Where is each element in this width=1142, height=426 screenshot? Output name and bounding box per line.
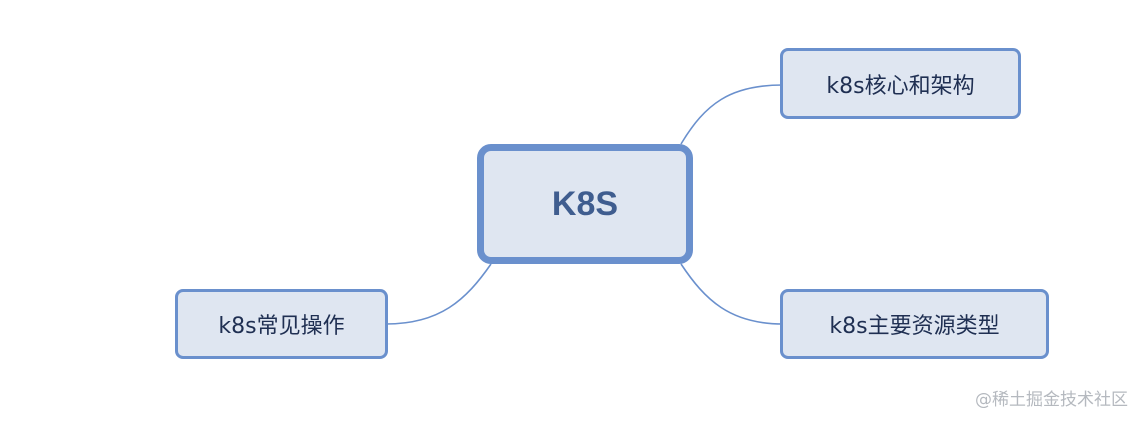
root-node-label: K8S	[551, 184, 619, 223]
connector-root-to-core	[680, 84, 784, 145]
root-node[interactable]: K8S	[477, 144, 693, 264]
watermark: @稀土掘金技术社区	[975, 390, 1128, 410]
branch-node-resources[interactable]: k8s主要资源类型	[780, 289, 1049, 359]
branch-node-ops-label: k8s常见操作	[218, 314, 345, 339]
branch-node-core[interactable]: k8s核心和架构	[780, 48, 1021, 119]
connector-root-to-ops	[385, 263, 492, 325]
branch-node-resources-label: k8s主要资源类型	[829, 314, 1000, 339]
branch-node-core-label: k8s核心和架构	[826, 73, 975, 99]
connector-root-to-resources	[680, 263, 784, 325]
branch-node-ops[interactable]: k8s常见操作	[175, 289, 388, 359]
